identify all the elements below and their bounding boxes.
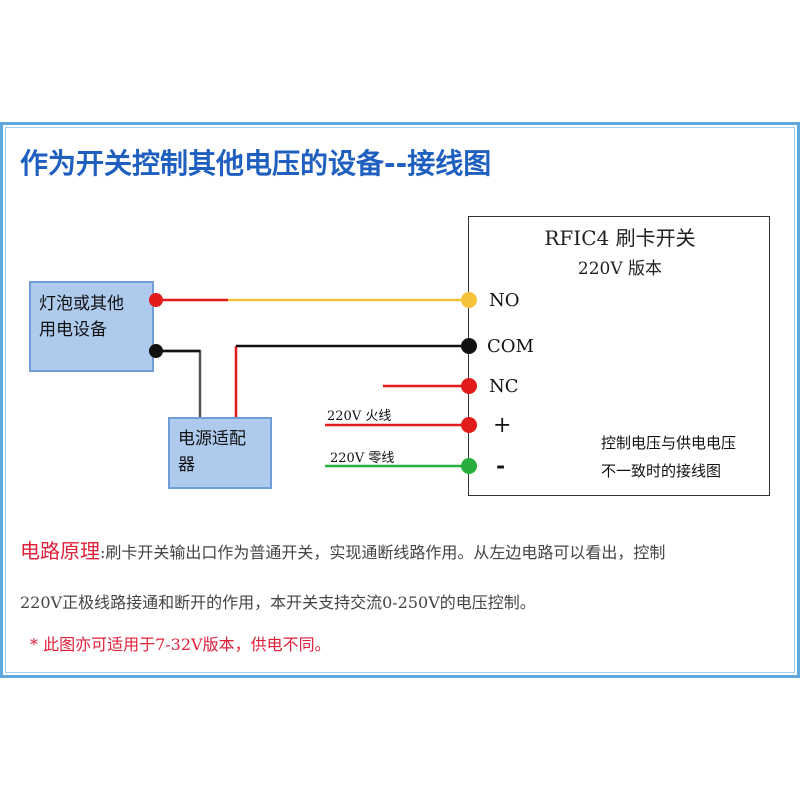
neutral-wire-label: 220V 零线 <box>330 451 395 466</box>
diagram-frame-inner <box>5 127 795 673</box>
terminal-minus-dot <box>461 458 477 474</box>
adapter-label-1: 电源适配 <box>178 429 246 449</box>
description-text-1: :刷卡开关输出口作为普通开关，实现通断线路作用。从左边电路可以看出，控制 <box>100 543 666 562</box>
live-wire-label: 220V 火线 <box>327 409 392 424</box>
terminal-com-label: COM <box>487 336 534 357</box>
load-terminal-black <box>149 344 163 358</box>
description-key: 电路原理 <box>20 539 100 563</box>
power-adapter-box: 电源适配 器 <box>168 417 272 489</box>
terminal-plus-label: + <box>493 413 512 438</box>
switch-box <box>468 216 770 496</box>
terminal-no-dot <box>461 292 477 308</box>
load-device-label-2: 用电设备 <box>39 320 107 340</box>
switch-name: RFIC4 刷卡开关 <box>544 226 696 250</box>
switch-version: 220V 版本 <box>577 259 663 279</box>
load-device-box: 灯泡或其他 用电设备 <box>29 281 154 372</box>
terminal-com-dot <box>461 338 477 354</box>
terminal-nc-label: NC <box>489 376 519 397</box>
load-device-label-1: 灯泡或其他 <box>39 294 124 314</box>
terminal-plus-dot <box>461 417 477 433</box>
footnote: * 此图亦可适用于7-32V版本，供电不同。 <box>30 635 331 654</box>
description-line-2: 220V正极线路接通和断开的作用，本开关支持交流0-250V的电压控制。 <box>20 593 536 612</box>
wire-load-to-adapter <box>156 349 202 417</box>
terminal-no-label: NO <box>489 290 520 311</box>
terminal-nc-dot <box>461 378 477 394</box>
wiring-note: 控制电压与供电电压 不一致时的接线图 <box>601 429 736 485</box>
load-terminal-red <box>149 293 163 307</box>
description-line-1: 电路原理:刷卡开关输出口作为普通开关，实现通断线路作用。从左边电路可以看出，控制 <box>20 535 665 564</box>
adapter-label-2: 器 <box>178 455 195 475</box>
wiring-note-line-1: 控制电压与供电电压 <box>601 434 737 452</box>
wiring-note-line-2: 不一致时的接线图 <box>601 462 722 480</box>
page-title: 作为开关控制其他电压的设备--接线图 <box>20 147 492 180</box>
terminal-minus-label: - <box>496 453 506 479</box>
